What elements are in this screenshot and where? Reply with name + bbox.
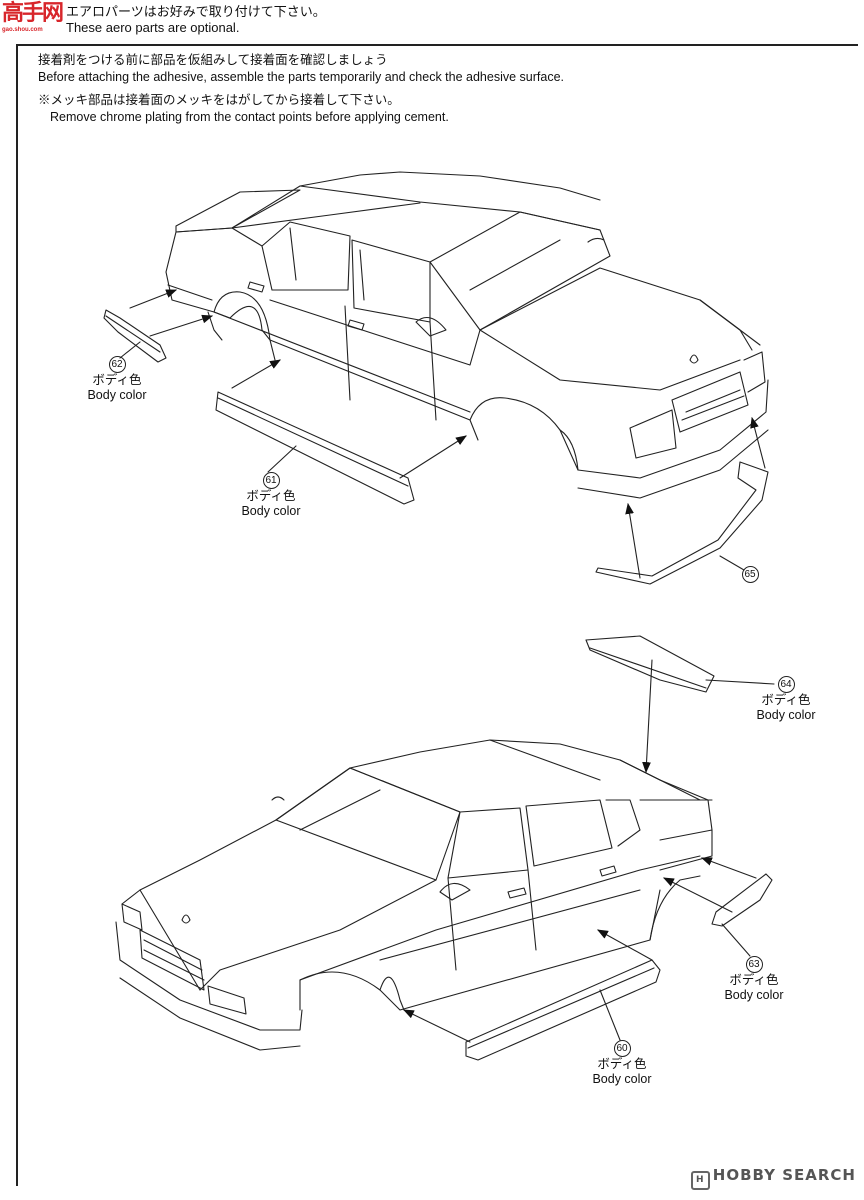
hobby-search-logo-icon: H <box>690 1171 710 1190</box>
part-61-side-skirt <box>215 391 415 505</box>
part-number-64: 64 <box>777 676 795 693</box>
part-label-65: 65 <box>740 566 760 583</box>
part-color-jp: ボディ色 <box>761 693 811 707</box>
optional-parts-header: エアロパーツはお好みで取り付けて下さい。 These aero parts ar… <box>66 4 326 36</box>
hobby-search-text: HOBBY SEARCH <box>712 1166 856 1184</box>
part-64-rear-wing <box>585 635 715 693</box>
part-label-64: 64 ボディ色 Body color <box>748 676 824 723</box>
watermark-logo: 高手网 gao.shou.com <box>2 2 66 36</box>
part-number-63: 63 <box>745 956 763 973</box>
part-62-rear-skirt <box>103 309 167 363</box>
header-en: These aero parts are optional. <box>66 20 240 35</box>
part-color-jp: ボディ色 <box>92 373 142 387</box>
part-color-en: Body color <box>724 988 784 1002</box>
part-color-en: Body color <box>592 1072 652 1086</box>
part-label-62: 62 ボディ色 Body color <box>82 356 152 403</box>
part-number-61: 61 <box>262 472 280 489</box>
watermark-text: 高手网 <box>2 1 64 26</box>
car-body-upper <box>165 171 769 499</box>
part-63-rear-skirt <box>711 873 773 927</box>
part-color-jp: ボディ色 <box>246 489 296 503</box>
header-jp: エアロパーツはお好みで取り付けて下さい。 <box>66 4 326 19</box>
chrome-note-jp: ※メッキ部品は接着面のメッキをはがしてから接着して下さい。 <box>38 93 400 107</box>
part-color-en: Body color <box>756 708 816 722</box>
adhesive-note-en: Before attaching the adhesive, assemble … <box>38 70 564 84</box>
part-label-61: 61 ボディ色 Body color <box>236 472 306 519</box>
part-color-en: Body color <box>87 388 147 402</box>
part-label-63: 63 ボディ色 Body color <box>716 956 792 1003</box>
watermark-url: gao.shou.com <box>2 27 43 33</box>
part-color-jp: ボディ色 <box>597 1057 647 1071</box>
part-color-jp: ボディ色 <box>729 973 779 987</box>
chrome-note-en: Remove chrome plating from the contact p… <box>50 110 449 124</box>
adhesive-note-jp: 接着剤をつける前に部品を仮組みして接着面を確認しましょう <box>38 53 388 67</box>
instruction-frame <box>16 44 858 1186</box>
car-body-lower <box>115 739 713 1051</box>
part-label-60: 60 ボディ色 Body color <box>584 1040 660 1087</box>
part-number-62: 62 <box>108 356 126 373</box>
part-number-65: 65 <box>741 566 759 583</box>
part-65-front-lip <box>595 461 769 585</box>
part-color-en: Body color <box>241 504 301 518</box>
part-number-60: 60 <box>613 1040 631 1057</box>
